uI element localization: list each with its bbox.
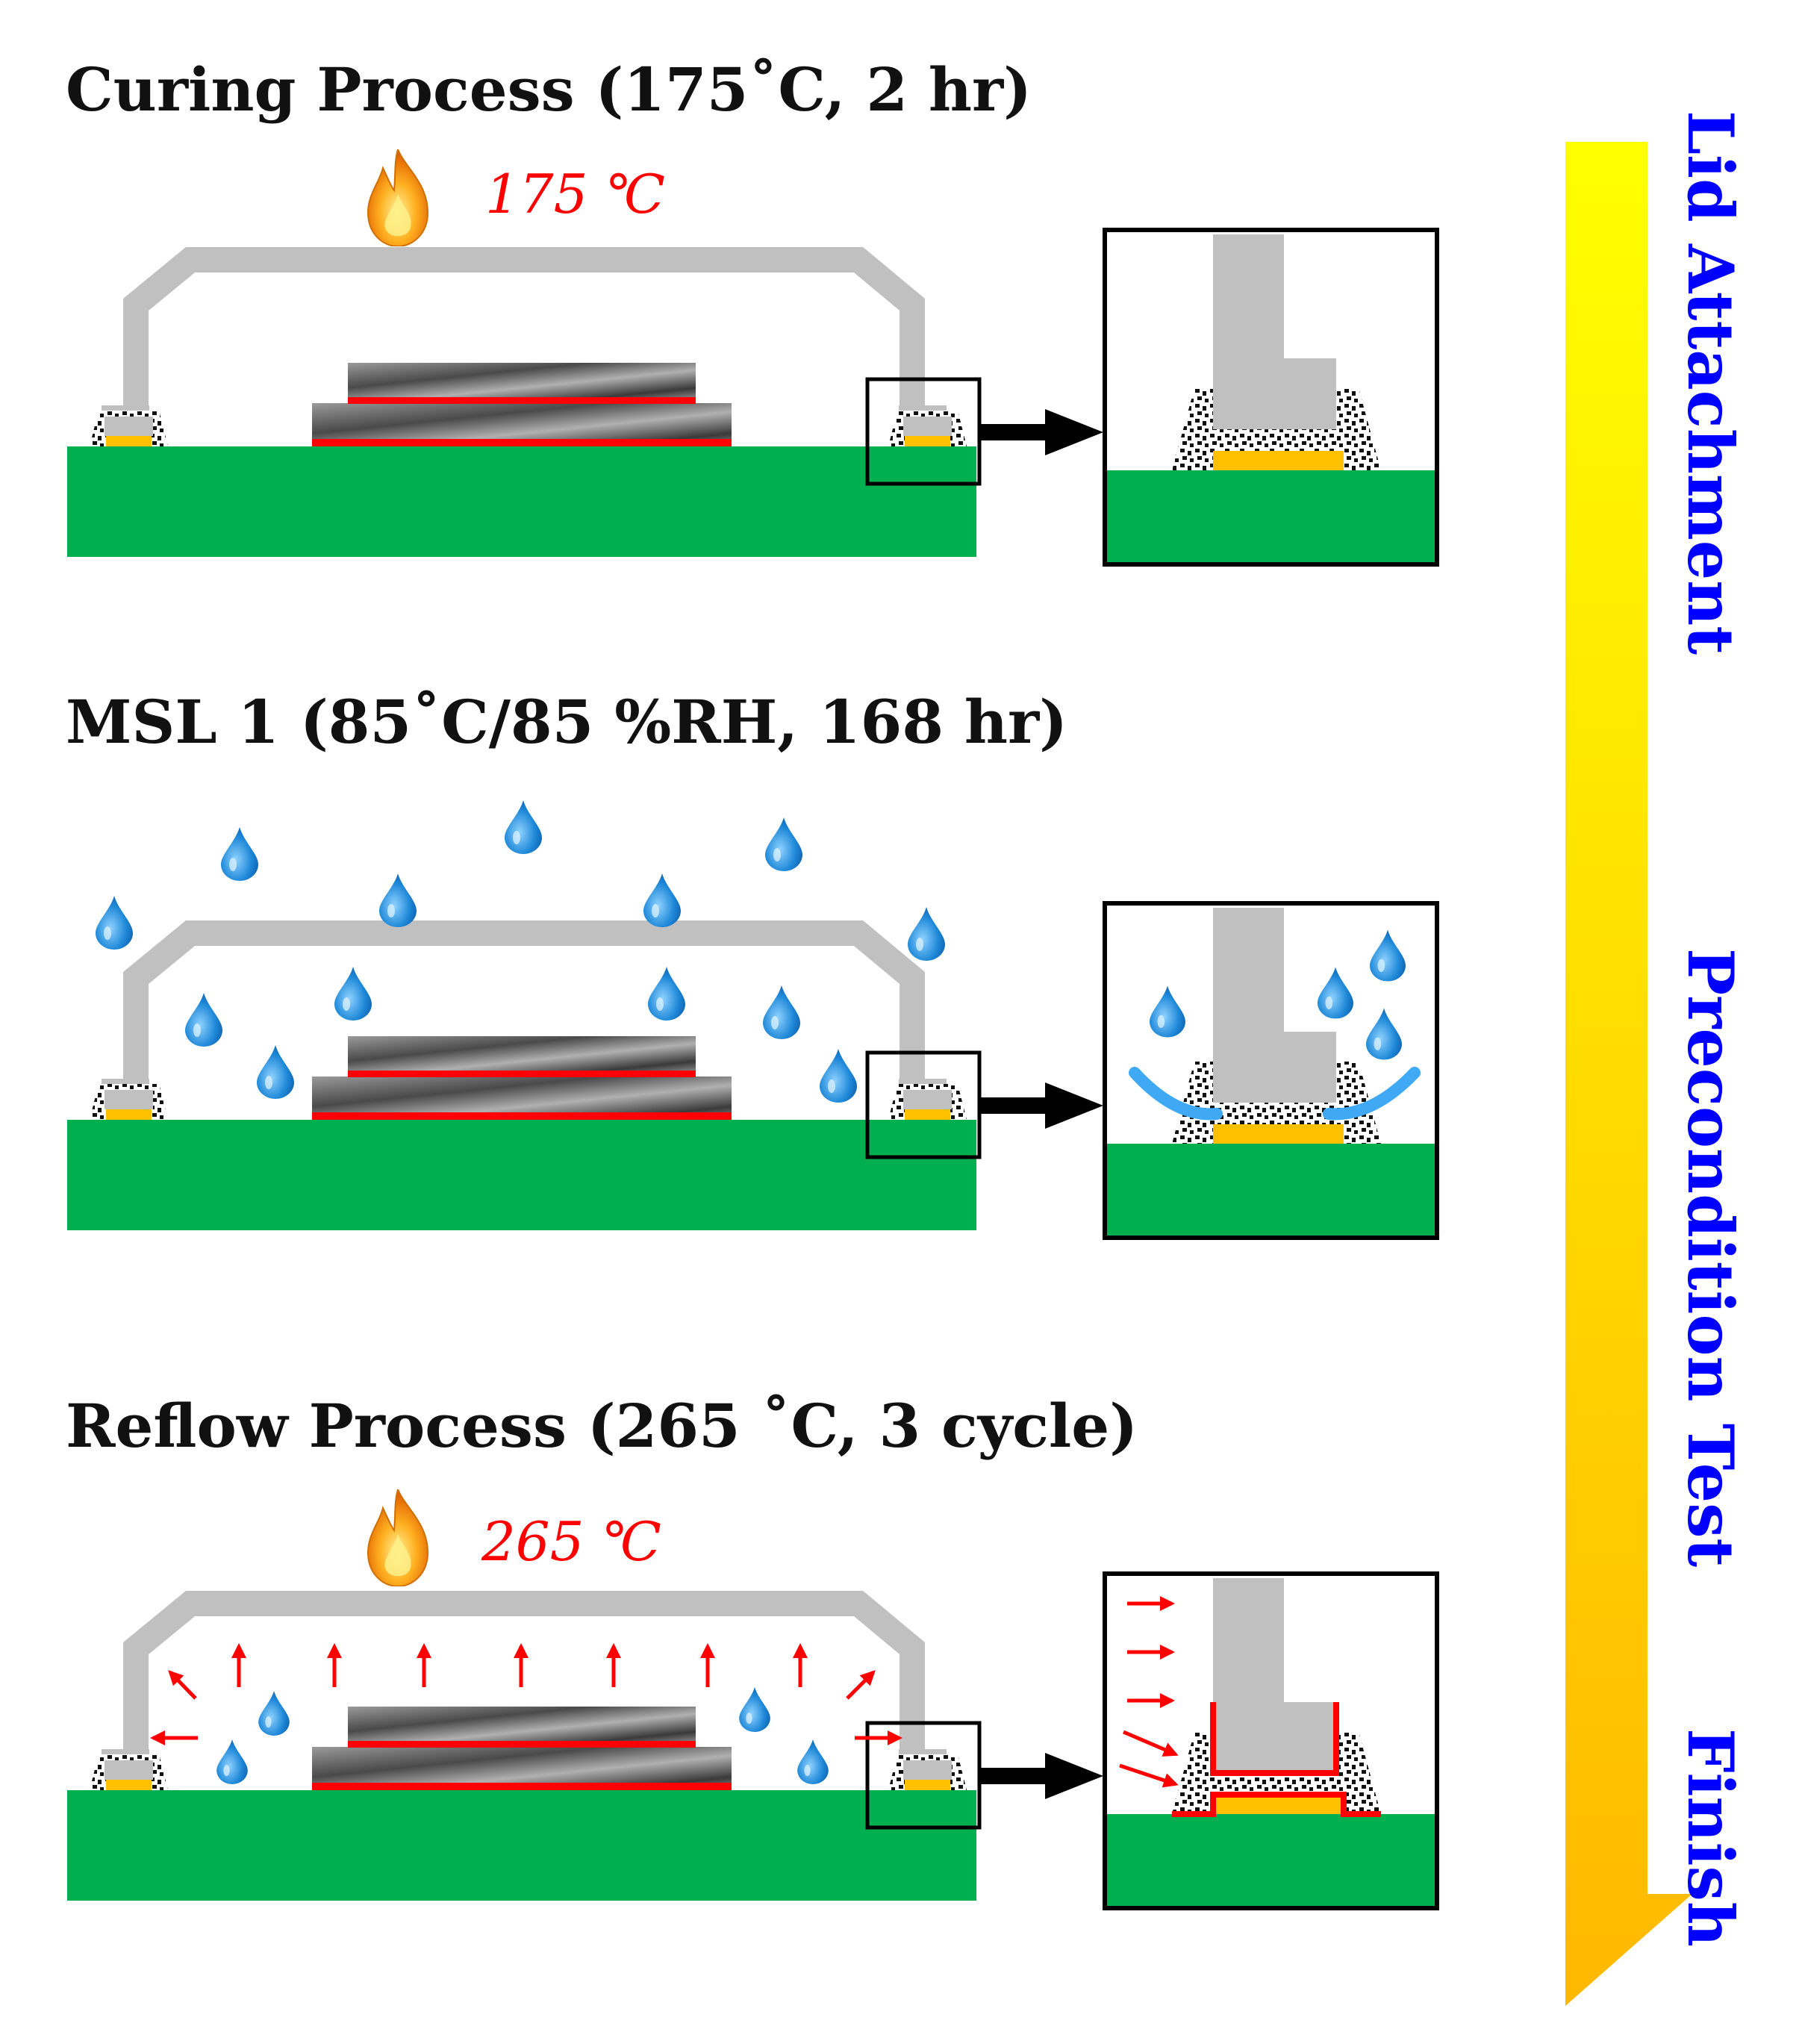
- bond-pad: [905, 436, 950, 446]
- timeline-arrow: [1565, 142, 1692, 2006]
- lid-foot: [105, 417, 153, 436]
- zoom-substrate: [1107, 470, 1435, 562]
- water-drop-icon: [763, 985, 800, 1039]
- lid: [123, 920, 925, 1086]
- water-drop-icon: [505, 800, 542, 854]
- curing-title: Curing Process (175˚C, 2 hr): [66, 54, 1032, 125]
- moisture-flow-arrow: [1323, 1067, 1421, 1121]
- process-timeline: Lid Attachment Precondition Test Finish: [1565, 110, 1748, 2006]
- bond-pad: [106, 436, 152, 446]
- top-die-interface: [348, 1741, 696, 1748]
- moisture-drops: [96, 800, 945, 1784]
- zoom-arrow-shaft: [979, 1768, 1050, 1784]
- bottom-die-interface: [312, 439, 732, 446]
- bond-pad: [905, 1780, 950, 1790]
- stage-precondition-test: Precondition Test: [1674, 948, 1748, 1567]
- top-die-interface: [348, 1071, 696, 1077]
- water-drop-icon: [216, 1739, 248, 1784]
- lid: [123, 1591, 925, 1757]
- water-drop-icon: [96, 896, 133, 950]
- water-drop-icon: [739, 1687, 770, 1732]
- water-drop-icon: [334, 967, 372, 1021]
- top-die: [348, 1036, 696, 1072]
- water-drop-icon: [185, 993, 222, 1047]
- lid: [123, 247, 925, 413]
- package-reflow: [67, 1571, 1439, 1910]
- pressure-arrow: [1119, 1763, 1179, 1788]
- msl-title: MSL 1 (85˚C/85 %RH, 168 hr): [66, 687, 1067, 757]
- water-drop-icon: [797, 1739, 829, 1784]
- package-msl: [67, 901, 1439, 1240]
- water-drop-icon: [765, 817, 802, 871]
- water-drop-icon: [820, 1049, 857, 1103]
- reflow-temperature: 265 ℃: [481, 1510, 661, 1573]
- substrate: [67, 446, 976, 557]
- lid-foot: [105, 1090, 153, 1109]
- stage-lid-attachment: Lid Attachment: [1674, 110, 1748, 655]
- lid-foot: [903, 417, 952, 436]
- zoom-arrow-shaft: [979, 1097, 1050, 1114]
- water-drop-icon: [908, 907, 945, 961]
- flame-icon: [367, 149, 428, 246]
- lid-foot: [105, 1760, 153, 1780]
- stage-finish: Finish: [1674, 1728, 1748, 1947]
- lid-foot: [903, 1760, 952, 1780]
- water-drop-icon: [221, 827, 258, 881]
- arrow-right-icon: [1045, 1082, 1103, 1129]
- bottom-die-interface: [312, 1783, 732, 1790]
- delamination-pad: [1172, 1792, 1381, 1817]
- delamination-lid: [1210, 1702, 1339, 1776]
- top-die: [348, 1707, 696, 1742]
- top-die-interface: [348, 397, 696, 404]
- package-curing: [67, 228, 1439, 567]
- zoom-substrate: [1107, 1144, 1435, 1236]
- bottom-die-interface: [312, 1112, 732, 1120]
- water-drop-icon: [257, 1045, 294, 1099]
- pressure-arrow: [1123, 1730, 1179, 1757]
- water-drop-icon: [643, 873, 681, 927]
- water-drop-icon: [258, 1691, 290, 1736]
- zoom-pad: [1213, 1795, 1344, 1814]
- substrate: [67, 1120, 976, 1230]
- moisture-flow-arrow: [1129, 1067, 1223, 1121]
- water-drop-icon: [648, 967, 685, 1021]
- vapor-pressure-arrows: [150, 1643, 902, 1745]
- lid-foot: [903, 1090, 952, 1109]
- bond-pad: [905, 1109, 950, 1120]
- vapor-arrow: [168, 1670, 197, 1700]
- arrow-right-icon: [1045, 409, 1103, 455]
- vapor-arrow: [846, 1670, 876, 1700]
- flame-icon: [367, 1489, 428, 1586]
- zoom-lid-leg: [1213, 234, 1336, 429]
- substrate: [67, 1790, 976, 1901]
- top-die: [348, 363, 696, 399]
- zoom-pad: [1213, 1124, 1344, 1144]
- bond-pad: [106, 1780, 152, 1790]
- water-drop-icon: [379, 873, 417, 927]
- curing-temperature: 175 ℃: [485, 163, 665, 225]
- bond-pad: [106, 1109, 152, 1120]
- zoom-lid-leg: [1213, 1578, 1336, 1773]
- zoom-arrow-shaft: [979, 424, 1050, 440]
- arrow-right-icon: [1045, 1753, 1103, 1799]
- reflow-title: Reflow Process (265 ˚C, 3 cycle): [66, 1391, 1138, 1461]
- zoom-lid-leg: [1213, 908, 1336, 1103]
- zoom-pad: [1213, 451, 1344, 470]
- zoom-substrate: [1107, 1814, 1435, 1906]
